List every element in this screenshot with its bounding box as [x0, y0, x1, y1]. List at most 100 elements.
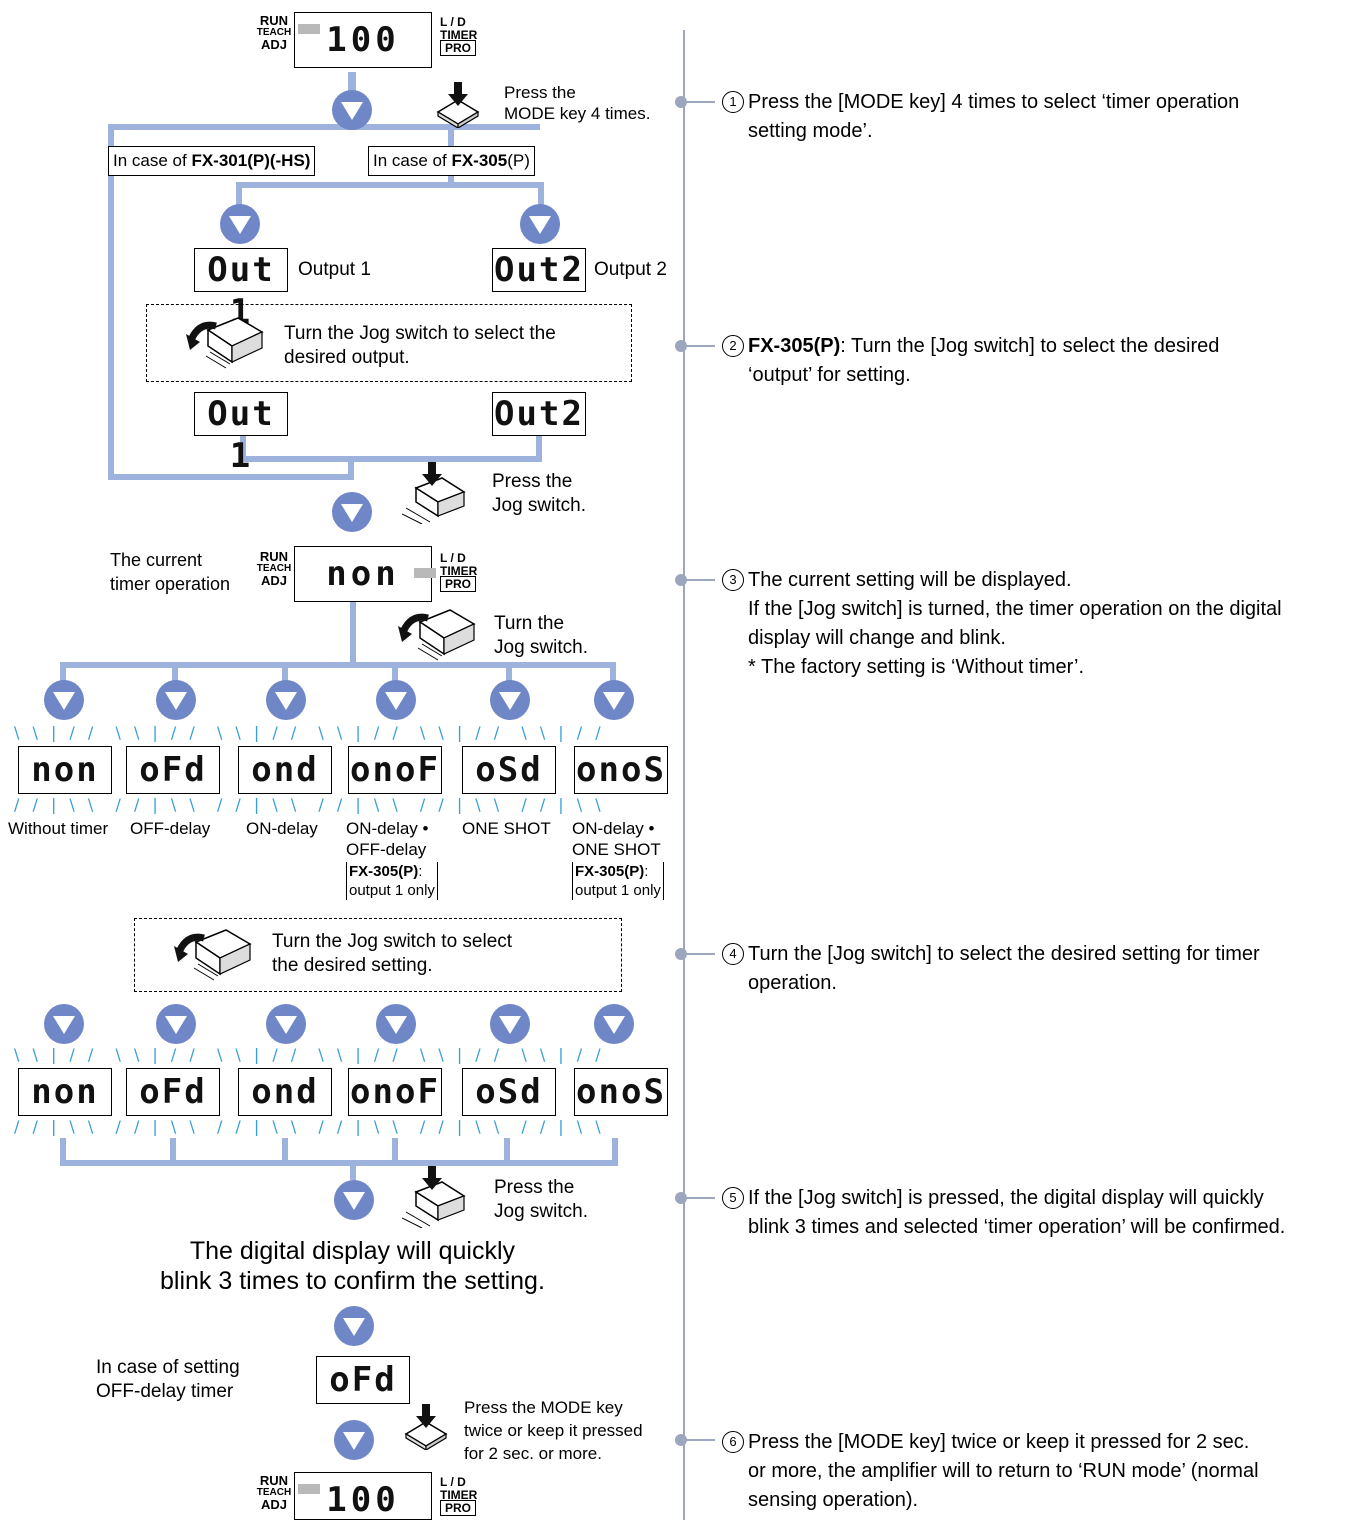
out1-value: Out 1: [207, 394, 275, 476]
adj-label: ADJ: [260, 37, 287, 52]
option-display-ofd-2: oFd: [126, 1068, 220, 1116]
jog-select-output-box: [146, 304, 632, 382]
out1-display-2: Out 1: [194, 392, 288, 476]
option-value: oSd: [475, 1072, 543, 1112]
flow-line: [282, 1138, 288, 1164]
amp-mid-display: non: [294, 546, 432, 602]
step-line: : Turn the [Jog switch] to select the de…: [840, 335, 1220, 357]
run-label: RUN: [259, 13, 289, 28]
amp-top-value: 100: [326, 20, 400, 60]
option-value: non: [31, 750, 99, 790]
ld-label: L / D: [440, 15, 466, 29]
down-arrow-icon: [376, 680, 416, 720]
flow-line: [60, 1160, 618, 1166]
option-label-off-delay: OFF-delay: [130, 819, 211, 838]
note-p: (P): [624, 863, 645, 880]
flow-line: [536, 436, 542, 460]
mode-key-icon: [436, 82, 480, 128]
option-label-on-delay: ON-delay: [246, 819, 318, 838]
flow-line: [612, 1138, 618, 1164]
jog-press-icon: [402, 1166, 466, 1228]
step-connector-dot: [675, 574, 687, 586]
model-suffix: (P): [247, 151, 270, 170]
amp-top-left-labels: RUN TEACH ADJ: [254, 14, 294, 51]
amp-bottom-right-labels: L / D TIMER PRO: [440, 1476, 477, 1516]
adj-label: ADJ: [260, 573, 287, 588]
adj-label: ADJ: [260, 1497, 287, 1512]
out1-display: Out 1: [194, 248, 288, 332]
step-line: * The factory setting is ‘Without timer’…: [748, 656, 1085, 678]
step-line: If the [Jog switch] is turned, the timer…: [748, 598, 1282, 620]
option-display-onof-2: onoF: [348, 1068, 442, 1116]
blink-rays-top: \ \ | / / \ \ | / / \ \ | / / \ \ | / / …: [14, 723, 605, 742]
step-connector-dot: [675, 96, 687, 108]
flow-line: [170, 1138, 176, 1164]
down-arrow-icon: [520, 204, 560, 244]
note-rest: :: [644, 863, 649, 880]
step-line: setting mode’.: [748, 120, 873, 142]
flow-line: [350, 600, 356, 664]
down-arrow-icon: [220, 204, 260, 244]
jog-switch-icon: [398, 609, 476, 661]
down-arrow-icon: [594, 1004, 634, 1044]
step-line: Press the [MODE key] 4 times to select ‘…: [748, 91, 1240, 113]
down-arrow-icon: [266, 1004, 306, 1044]
flow-line: [172, 662, 178, 682]
pro-label: PRO: [440, 40, 477, 56]
step-line: operation.: [748, 972, 837, 994]
step-connector-line: [687, 345, 715, 347]
flow-line: [60, 1138, 66, 1164]
flow-line: [108, 474, 352, 480]
option-value: ond: [251, 750, 319, 790]
step-line: sensing operation).: [748, 1489, 919, 1511]
timer-label: TIMER: [440, 28, 478, 42]
step-line: display will change and blink.: [748, 627, 1006, 649]
press-jog-text-1: Press the Jog switch.: [492, 471, 586, 516]
step-line: Press the [MODE key] twice or keep it pr…: [748, 1431, 1250, 1453]
step-line: The current setting will be displayed.: [748, 569, 1072, 591]
amp-top-indicator: [298, 24, 320, 34]
flow-line: [392, 1138, 398, 1164]
note-line2: output 1 only: [575, 882, 661, 899]
flow-line: [506, 662, 512, 682]
amp-mid-left-labels: RUN TEACH ADJ: [254, 550, 294, 587]
down-arrow-icon: [334, 1420, 374, 1460]
flow-line: [282, 662, 288, 682]
down-arrow-icon: [594, 680, 634, 720]
out2-display-2: Out2: [492, 392, 586, 436]
step-number: 3: [722, 569, 744, 591]
case-offdelay-label: In case of setting OFF-delay timer: [96, 1357, 240, 1402]
jog-select-setting-text: Turn the Jog switch to select the desire…: [272, 931, 513, 976]
note-p: (P): [398, 863, 419, 880]
case-prefix: In case of: [113, 151, 192, 170]
divider-line: [683, 30, 685, 1520]
step-line: blink 3 times and selected ‘timer operat…: [748, 1216, 1286, 1238]
step-number: 4: [722, 943, 744, 965]
option-value: non: [31, 1072, 99, 1112]
amp-top-right-labels: L / D TIMER PRO: [440, 15, 478, 56]
down-arrow-icon: [44, 1004, 84, 1044]
offdelay-display: oFd: [316, 1356, 410, 1404]
flow-line: [236, 182, 242, 206]
down-arrow-icon: [490, 1004, 530, 1044]
flow-line: [348, 456, 354, 480]
step-connector-line: [687, 1439, 715, 1441]
out2-value: Out2: [494, 250, 584, 290]
down-arrow-icon: [332, 492, 372, 532]
down-arrow-icon: [334, 1306, 374, 1346]
flow-line: [538, 182, 544, 206]
out2-value: Out2: [494, 394, 584, 434]
down-arrow-icon: [376, 1004, 416, 1044]
step-connector-dot: [675, 340, 687, 352]
option-value: onoS: [576, 750, 666, 790]
note-model: FX-305: [575, 863, 625, 880]
flow-line: [240, 456, 542, 462]
down-arrow-icon: [490, 680, 530, 720]
step-connector-dot: [675, 1192, 687, 1204]
amp-top-display: 100: [294, 12, 432, 68]
offdelay-value: oFd: [329, 1360, 397, 1400]
confirm-text: The digital display will quickly blink 3…: [160, 1237, 545, 1295]
turn-jog-text: Turn the Jog switch.: [494, 613, 588, 658]
